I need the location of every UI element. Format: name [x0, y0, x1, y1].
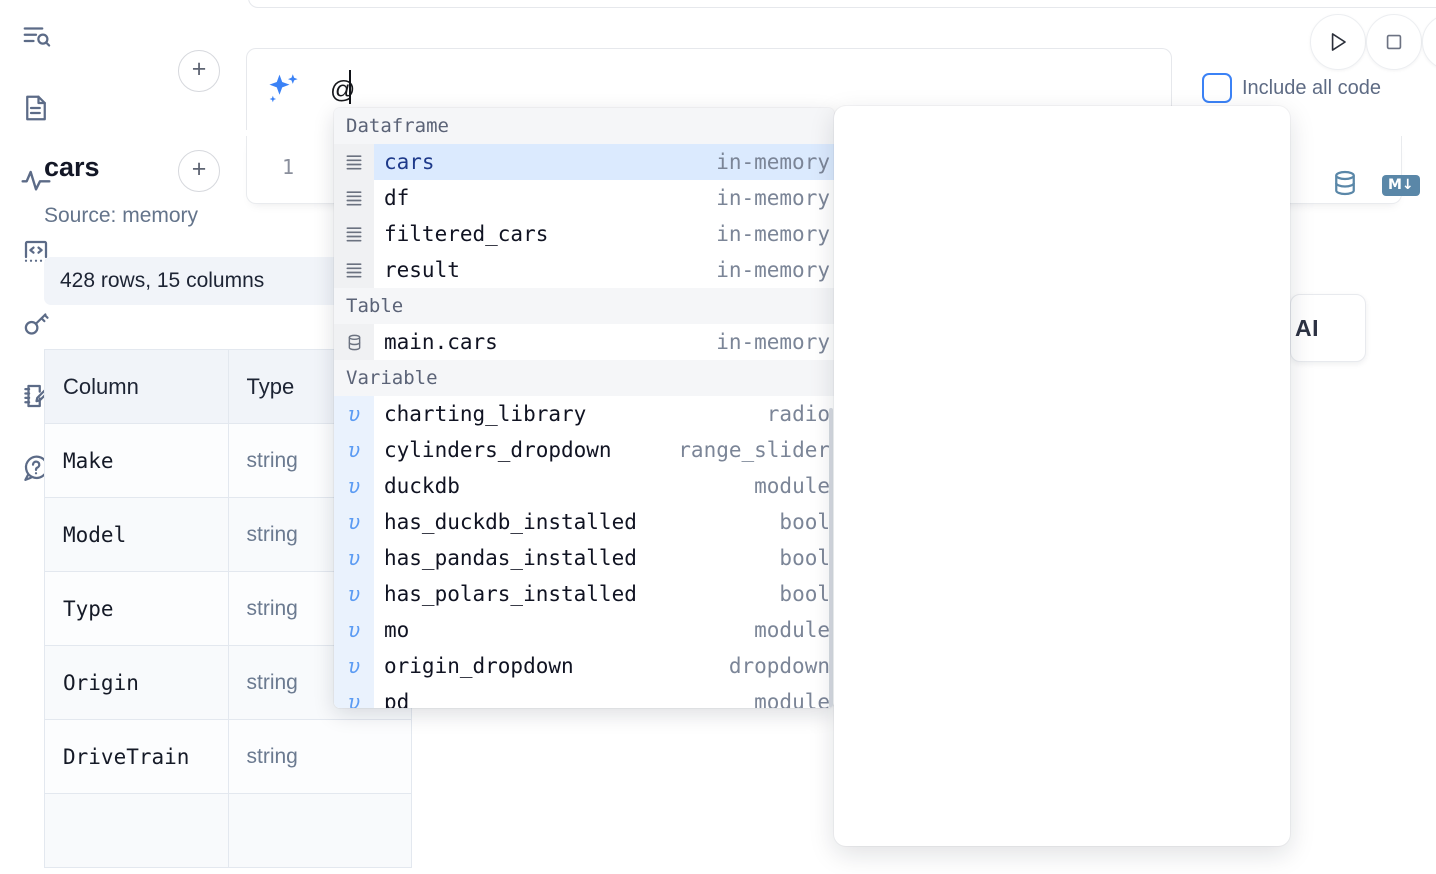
add-cell-button-bottom[interactable]: +	[178, 150, 220, 192]
variable-icon: υ	[334, 540, 374, 576]
autocomplete-item[interactable]: filtered_cars in-memory	[334, 216, 834, 252]
dataframe-icon	[334, 180, 374, 216]
help-icon[interactable]	[14, 446, 58, 490]
table-column-header: Column	[44, 349, 229, 424]
autocomplete-item[interactable]: υ has_duckdb_installed bool	[334, 504, 834, 540]
table-cell-column: Origin	[44, 645, 229, 720]
autocomplete-item-name: pd	[384, 690, 410, 708]
autocomplete-item-type: range_slider	[678, 438, 830, 462]
line-number: 1	[281, 155, 294, 179]
autocomplete-item-name: cylinders_dropdown	[384, 438, 612, 462]
autocomplete-item-type: radio	[766, 402, 830, 426]
include-all-code-label: Include all code	[1242, 76, 1381, 99]
file-explorer-icon[interactable]	[14, 14, 58, 58]
key-icon[interactable]	[14, 302, 58, 346]
dataframe-icon	[334, 216, 374, 252]
autocomplete-item[interactable]: υ origin_dropdown dropdown	[334, 648, 834, 684]
autocomplete-item-name: duckdb	[384, 474, 460, 498]
run-button[interactable]	[1310, 14, 1366, 70]
autocomplete-item[interactable]: result in-memory	[334, 252, 834, 288]
table-cell-type: string	[227, 719, 412, 794]
autocomplete-group-header: Table	[334, 288, 834, 324]
include-all-code-checkbox[interactable]	[1202, 73, 1232, 103]
autocomplete-item[interactable]: df in-memory	[334, 180, 834, 216]
info-panel-source: Source: memory	[44, 204, 199, 227]
previous-cell-card	[248, 0, 1436, 8]
autocomplete-item[interactable]: υ cylinders_dropdown range_slider	[334, 432, 834, 468]
dataframe-icon	[334, 144, 374, 180]
code-snippet-icon[interactable]	[14, 230, 58, 274]
autocomplete-item-name: has_pandas_installed	[384, 546, 637, 570]
autocomplete-item-type: in-memory	[716, 258, 830, 282]
variable-icon: υ	[334, 612, 374, 648]
variable-icon: υ	[334, 432, 374, 468]
autocomplete-item-name: result	[384, 258, 460, 282]
document-icon[interactable]	[14, 86, 58, 130]
autocomplete-item-type: dropdown	[728, 654, 830, 678]
table-cell-column: Model	[44, 497, 229, 572]
autocomplete-item-type: in-memory	[716, 150, 830, 174]
autocomplete-item-type: in-memory	[716, 330, 830, 354]
autocomplete-item[interactable]: main.cars in-memory	[334, 324, 834, 360]
variable-icon: υ	[334, 576, 374, 612]
autocomplete-item-type: module	[754, 474, 830, 498]
autocomplete-item-name: main.cars	[384, 330, 498, 354]
autocomplete-item-name: has_duckdb_installed	[384, 510, 637, 534]
table-cell-column: DriveTrain	[44, 719, 229, 794]
autocomplete-item-type: module	[754, 690, 830, 708]
autocomplete-item[interactable]: υ has_pandas_installed bool	[334, 540, 834, 576]
ai-assist-card[interactable]: AI	[1290, 294, 1366, 362]
autocomplete-group-header: Variable	[334, 360, 834, 396]
table-cell-column	[44, 793, 229, 868]
autocomplete-item[interactable]: υ charting_library radio	[334, 396, 834, 432]
autocomplete-item-type: bool	[779, 510, 830, 534]
activity-icon[interactable]	[14, 158, 58, 202]
autocomplete-item-type: in-memory	[716, 186, 830, 210]
table-row	[44, 793, 412, 868]
variable-icon: υ	[334, 648, 374, 684]
stop-button[interactable]	[1366, 14, 1422, 70]
more-actions-button[interactable]	[1422, 14, 1436, 70]
cell-output-icons: M↓	[1330, 168, 1420, 203]
autocomplete-item-name: mo	[384, 618, 410, 642]
sparkle-icon	[262, 69, 304, 111]
autocomplete-item-type: bool	[779, 546, 830, 570]
autocomplete-item-name: filtered_cars	[384, 222, 549, 246]
autocomplete-item-type: in-memory	[716, 222, 830, 246]
text-caret	[349, 70, 351, 104]
autocomplete-item-name: has_polars_installed	[384, 582, 637, 606]
table-cell-column: Make	[44, 423, 229, 498]
autocomplete-item[interactable]: cars in-memory	[334, 144, 834, 180]
include-all-code-row[interactable]: Include all code	[1202, 73, 1381, 103]
variable-icon: υ	[334, 504, 374, 540]
dataframe-icon	[334, 252, 374, 288]
ai-prompt-input[interactable]: @	[330, 76, 356, 104]
variable-icon: υ	[334, 468, 374, 504]
autocomplete-group-header: Dataframe	[334, 108, 834, 144]
variable-icon: υ	[334, 684, 374, 708]
variable-icon: υ	[334, 396, 374, 432]
add-cell-button-top[interactable]: +	[178, 50, 220, 92]
table-icon	[334, 324, 374, 360]
autocomplete-item-name: charting_library	[384, 402, 587, 426]
table-cell-type	[227, 793, 412, 868]
database-icon[interactable]	[1330, 168, 1360, 203]
autocomplete-item-type: module	[754, 618, 830, 642]
dataframe-info-panel	[834, 106, 1290, 846]
autocomplete-item-name: cars	[384, 150, 435, 174]
table-cell-column: Type	[44, 571, 229, 646]
markdown-badge[interactable]: M↓	[1382, 175, 1420, 196]
autocomplete-item-name: df	[384, 186, 410, 210]
autocomplete-item-type: bool	[779, 582, 830, 606]
info-panel-title: cars	[44, 152, 100, 182]
autocomplete-item[interactable]: υ has_polars_installed bool	[334, 576, 834, 612]
autocomplete-item-name: origin_dropdown	[384, 654, 574, 678]
autocomplete-scrollbar[interactable]	[829, 408, 833, 708]
